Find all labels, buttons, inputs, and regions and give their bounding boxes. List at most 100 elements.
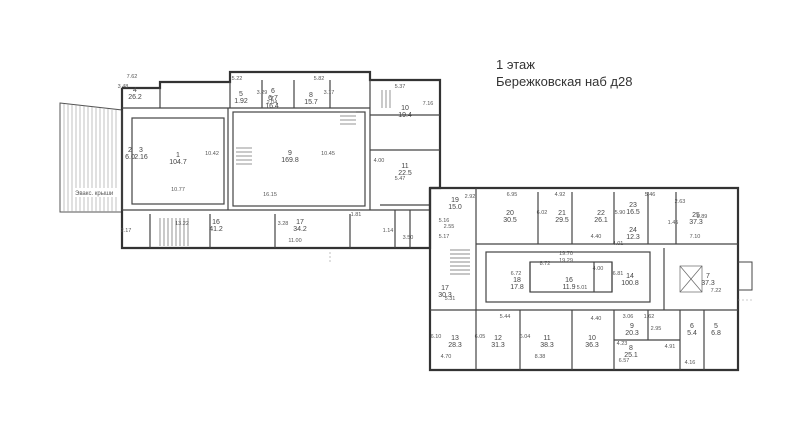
roof-ramp: Эвакс. крыши <box>59 102 126 213</box>
dimension-label: 11.00 <box>288 238 301 244</box>
dimension-label: 6.95 <box>507 192 518 198</box>
room-number: 20 <box>506 210 514 217</box>
room-number: 14 <box>626 273 634 280</box>
room-number: 7 <box>270 96 274 103</box>
room-area: 5.4 <box>687 330 697 337</box>
dimension-label: 3.29 <box>257 90 268 96</box>
room-number: 8 <box>629 345 633 352</box>
room-number: 16 <box>565 277 573 284</box>
dimension-label: 7.10 <box>690 234 701 240</box>
dimension-label: 5.44 <box>500 314 511 320</box>
dimension-label: 7.16 <box>423 101 434 107</box>
room-number: 10 <box>588 335 596 342</box>
dimension-label: 19.70 <box>559 251 573 257</box>
dimension-label: 5.82 <box>314 76 325 82</box>
west-block-partitions <box>121 80 440 248</box>
address-label: Бережковская наб д28 <box>496 74 633 89</box>
floor-label: 1 этаж <box>496 57 535 72</box>
dimension-label: 2.63 <box>675 199 686 205</box>
room-number: 3 <box>139 147 143 154</box>
dimension-label: 4.70 <box>441 354 452 360</box>
dimension-label: 8.38 <box>535 354 546 360</box>
room-number: 6 <box>271 88 275 95</box>
dimension-label: 8.72 <box>540 261 551 267</box>
room-area: 6.0 <box>125 154 135 161</box>
dimension-label: 3.06 <box>623 314 634 320</box>
dimension-label: 4.16 <box>685 360 696 366</box>
dimension-label: 4.91 <box>665 344 676 350</box>
dimension-label: 7.62 <box>127 74 138 80</box>
room-number: 19 <box>451 197 459 204</box>
stairs-west <box>159 90 391 246</box>
room-area: 16.4 <box>265 103 279 110</box>
dimension-label: 6.81 <box>613 271 624 277</box>
dimension-label: 5.16 <box>439 218 450 224</box>
dimension-label: 10.42 <box>205 151 219 157</box>
room-area: 12.3 <box>626 234 640 241</box>
room-area: 30.3 <box>438 292 452 299</box>
room-number: 10 <box>401 105 409 112</box>
dimension-label: 2.92 <box>465 194 476 200</box>
room-number: 11 <box>543 335 550 342</box>
room-area: 20.3 <box>625 330 639 337</box>
room-area: 2.16 <box>134 154 148 161</box>
room-area: 169.8 <box>281 157 299 164</box>
dimension-label: 3.17 <box>324 90 335 96</box>
dimension-label: 5.46 <box>645 192 656 198</box>
dimension-label: 3.48 <box>118 84 129 90</box>
dimension-label: 5.89 <box>697 214 708 220</box>
dimension-label: 5.47 <box>395 176 406 182</box>
room-number: 23 <box>629 202 637 209</box>
plan-title-block: 1 этаж Бережковская наб д28 <box>496 56 632 90</box>
room-number: 11 <box>401 163 408 170</box>
dimension-label: 4.00 <box>374 158 385 164</box>
room-area: 30.5 <box>503 217 517 224</box>
dimension-label: 5.22 <box>232 76 243 82</box>
room-area: 38.3 <box>540 342 554 349</box>
misc-marks <box>329 252 752 301</box>
room-area: 25.1 <box>624 352 638 359</box>
dimension-labels: 7.623.485.223.295.823.172.045.377.1610.4… <box>118 74 722 366</box>
dimension-label: 6.57 <box>619 358 630 364</box>
dimension-label: 10.77 <box>171 187 185 193</box>
dimension-label: 4.40 <box>591 316 602 322</box>
room-number: 6 <box>690 323 694 330</box>
room-area: 15.7 <box>304 99 318 106</box>
room-area: 6.7 <box>268 95 278 102</box>
room-number: 2 <box>128 147 132 154</box>
dimension-label: 4.23 <box>617 341 628 347</box>
room-area: 26.1 <box>594 217 608 224</box>
room-number: 18 <box>513 277 521 284</box>
dimension-label: 1.81 <box>351 212 362 218</box>
room-area: 22.5 <box>398 170 412 177</box>
room-area: 104.7 <box>169 159 187 166</box>
dimension-label: 2.95 <box>651 326 662 332</box>
dimension-label: 4.40 <box>591 234 602 240</box>
room-area: 17.8 <box>510 284 524 291</box>
dimension-label: 3.28 <box>278 221 289 227</box>
room-number: 8 <box>309 92 313 99</box>
stairs-east <box>450 249 753 293</box>
room-number: 24 <box>629 227 637 234</box>
dimension-label: 5.90 <box>615 210 626 216</box>
room-area: 29.5 <box>555 217 569 224</box>
dimension-label: 2.17 <box>121 228 132 234</box>
dimension-label: 7.22 <box>711 288 722 294</box>
ramp-label: Эвакс. крыши <box>75 191 113 197</box>
dimension-label: 5.17 <box>439 234 450 240</box>
room-number: 1 <box>176 152 180 159</box>
room-area: 6.8 <box>711 330 721 337</box>
room-area: 19.4 <box>398 112 412 119</box>
room-number: 16 <box>212 219 220 226</box>
dimension-label: 1.45 <box>668 220 679 226</box>
room-number: 4 <box>133 87 137 94</box>
dimension-label: 6.02 <box>537 210 548 216</box>
room-area: 41.2 <box>209 226 223 233</box>
room-number: 12 <box>494 335 502 342</box>
dimension-label: 4.92 <box>555 192 566 198</box>
room-area: 1.92 <box>234 98 248 105</box>
dimension-label: 2.55 <box>444 224 455 230</box>
room-area: 11.9 <box>562 284 575 291</box>
